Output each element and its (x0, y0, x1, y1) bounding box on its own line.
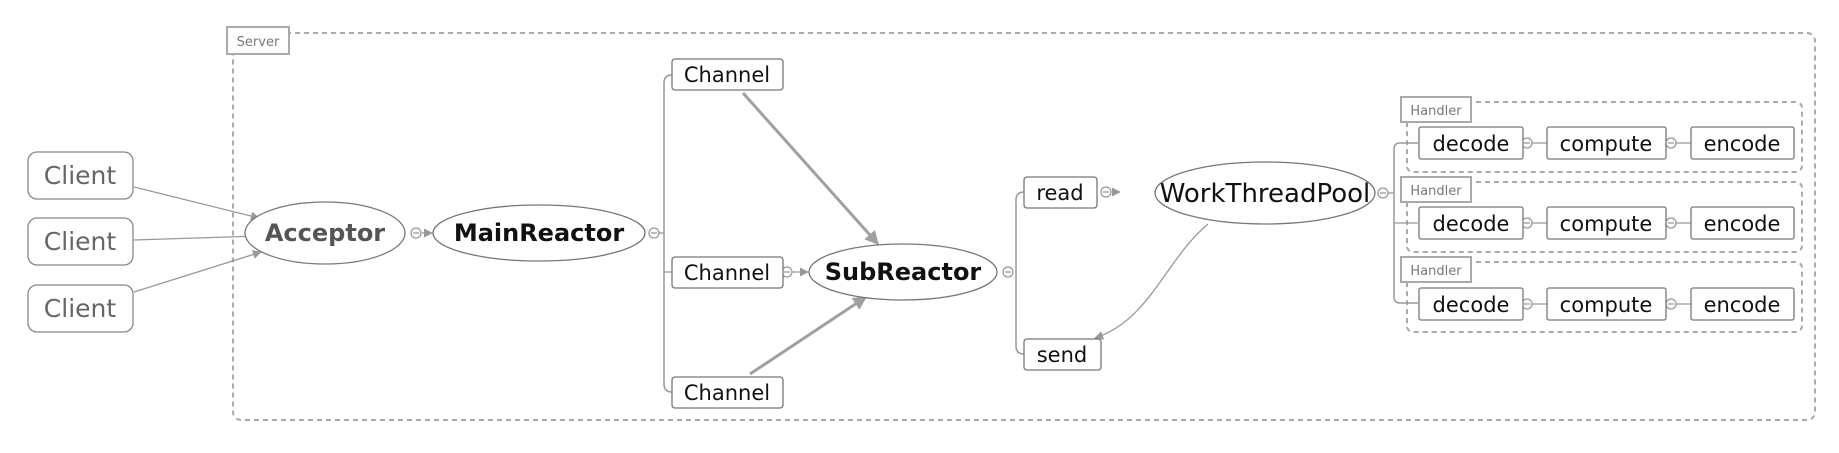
read-label: read (1036, 181, 1083, 205)
main-reactor-node[interactable]: MainReactor (432, 204, 646, 262)
send-label: send (1037, 343, 1088, 367)
compute-node[interactable]: compute (1546, 206, 1667, 240)
collapse-markers (410, 137, 1677, 310)
send-node[interactable]: send (1023, 338, 1102, 371)
channel-label: Channel (684, 381, 770, 405)
client-node[interactable]: Client (27, 284, 134, 333)
client-node[interactable]: Client (27, 151, 134, 200)
decode-node[interactable]: decode (1418, 287, 1524, 321)
client-to-acceptor-edge (133, 186, 260, 221)
client-label: Client (44, 294, 117, 323)
handler-frame-1: Handler (1400, 96, 1803, 173)
work-thread-pool-label: WorkThreadPool (1160, 179, 1371, 209)
collapse-handle-icon[interactable] (648, 227, 660, 239)
decode-node[interactable]: decode (1418, 126, 1524, 160)
encode-node[interactable]: encode (1690, 126, 1795, 160)
decode-label: decode (1433, 293, 1510, 317)
encode-label: encode (1704, 212, 1781, 236)
client-to-acceptor-edge (133, 250, 262, 293)
server-label: Server (237, 35, 280, 50)
collapse-handle-icon[interactable] (1002, 266, 1014, 278)
server-frame: Server (226, 26, 1816, 421)
channel-label: Channel (684, 261, 770, 285)
handler-label: Handler (1410, 184, 1462, 199)
encode-node[interactable]: encode (1690, 206, 1795, 240)
collapse-handle-icon[interactable] (410, 227, 422, 239)
client-to-acceptor-edge (133, 231, 259, 241)
client-node[interactable]: Client (27, 217, 134, 266)
collapse-handle-icon[interactable] (1521, 298, 1533, 310)
sub-reactor-node[interactable]: SubReactor (808, 243, 998, 301)
encode-label: encode (1704, 293, 1781, 317)
handler-frame-2: Handler (1400, 176, 1803, 253)
sub-reactor-label: SubReactor (825, 258, 982, 286)
collapse-handle-icon[interactable] (1665, 298, 1677, 310)
compute-label: compute (1560, 132, 1653, 156)
collapse-handle-icon[interactable] (1377, 187, 1389, 199)
collapse-handle-icon[interactable] (1665, 137, 1677, 149)
compute-node[interactable]: compute (1546, 126, 1667, 160)
compute-label: compute (1560, 293, 1653, 317)
channel-bracket (663, 74, 673, 393)
channel-to-subreactor-edge (741, 92, 880, 246)
channel-label: Channel (684, 63, 770, 87)
collapse-handle-icon[interactable] (1100, 186, 1112, 198)
collapse-handle-icon[interactable] (1665, 217, 1677, 229)
channel-node[interactable]: Channel (671, 58, 784, 91)
channel-node[interactable]: Channel (671, 256, 784, 289)
pool-to-send-edge (1094, 223, 1209, 340)
acceptor-label: Acceptor (265, 219, 385, 247)
handler-label: Handler (1410, 104, 1462, 119)
compute-node[interactable]: compute (1546, 287, 1667, 321)
io-bracket (1015, 191, 1025, 355)
encode-node[interactable]: encode (1690, 287, 1795, 321)
channel-node[interactable]: Channel (671, 376, 784, 409)
channel-to-subreactor-edge (749, 295, 868, 376)
compute-label: compute (1560, 212, 1653, 236)
handler-label: Handler (1410, 264, 1462, 279)
connectors (133, 74, 1691, 393)
encode-label: encode (1704, 132, 1781, 156)
collapse-handle-icon[interactable] (1521, 217, 1533, 229)
decode-node[interactable]: decode (1418, 206, 1524, 240)
decode-label: decode (1433, 212, 1510, 236)
client-label: Client (44, 227, 117, 256)
work-thread-pool-node[interactable]: WorkThreadPool (1154, 161, 1376, 225)
main-reactor-label: MainReactor (454, 219, 625, 247)
handler-frame-3: Handler (1400, 256, 1803, 333)
client-label: Client (44, 161, 117, 190)
read-node[interactable]: read (1023, 176, 1098, 209)
decode-label: decode (1433, 132, 1510, 156)
acceptor-node[interactable]: Acceptor (244, 201, 406, 265)
